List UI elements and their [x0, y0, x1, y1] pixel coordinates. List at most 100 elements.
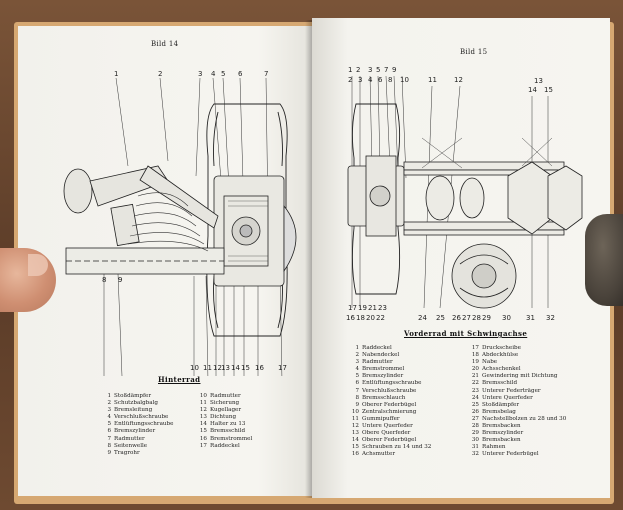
legend-number: 31 [471, 444, 479, 451]
legend-number: 30 [471, 437, 479, 444]
callout-r14: 14 [528, 86, 537, 94]
legend-number: 19 [471, 359, 479, 366]
legend-number: 12 [351, 423, 359, 430]
legend-text: Bremstrommel [362, 366, 405, 373]
callout-r12: 12 [454, 76, 463, 84]
legend-text: Seitenwelle [114, 442, 148, 449]
callout-r1: 1 [348, 66, 352, 74]
callout-r17: 17 [348, 304, 357, 312]
legend-text: Zentralschmierung [362, 408, 417, 415]
legend-text: Verschlußschraube [114, 414, 169, 421]
legend-text: Kugellager [210, 407, 242, 414]
callout-r8: 8 [388, 76, 392, 84]
legend-text: Bremsleitung [114, 407, 153, 414]
legend-number: 16 [199, 435, 207, 442]
legend-number: 21 [471, 373, 479, 380]
legend-number: 4 [355, 366, 359, 373]
legend-text: Tragrohr [114, 449, 140, 456]
rear-wheel-bottom-callouts: 8 10 11 12 13 14 15 16 17 [190, 364, 287, 372]
legend-text: Nabe [482, 359, 498, 366]
callout-3: 3 [198, 70, 202, 78]
legend-number: 22 [471, 380, 479, 387]
callout-14: 14 [231, 364, 240, 372]
legend-text: Halter zu 13 [210, 421, 246, 428]
legend-text: Bremszylinder [362, 373, 404, 380]
legend-number: 1 [107, 393, 111, 399]
callout-7: 7 [264, 70, 268, 78]
callout-r28: 28 [472, 314, 481, 322]
legend-number: 25 [471, 401, 479, 408]
callout-16: 16 [255, 364, 264, 372]
legend-text: Bremsschlauch [362, 394, 406, 401]
figure-title-15: Bild 15 [460, 48, 488, 56]
legend-text: Nabendeckel [362, 352, 400, 359]
callout-11: 11 [203, 364, 212, 372]
legend-number: 24 [471, 394, 479, 401]
callout-r2b: 2 [348, 76, 352, 84]
legend-text: Oberer Federbügel [362, 401, 417, 408]
legend-text: Bremszylinder [482, 430, 524, 437]
legend-text: Verschlußschraube [362, 387, 417, 394]
legend-number: 2 [355, 352, 359, 359]
legend-text: Radmutter [114, 435, 145, 442]
front-wheel-callout-13: 13 [534, 77, 543, 85]
legend-text: Bremszylinder [114, 428, 156, 435]
legend-text: Unterer Federbügel [482, 451, 539, 458]
callout-r26: 26 [452, 314, 461, 322]
legend-number: 8 [355, 394, 359, 401]
legend-text: Rahmen [482, 444, 506, 451]
legend-number: 13 [351, 430, 359, 437]
legend-text: Bremsschild [482, 380, 518, 387]
callout-r22: 22 [376, 314, 385, 322]
legend-text: Radmutter [362, 359, 393, 366]
legend-number: 20 [471, 366, 479, 373]
callout-15: 15 [241, 364, 250, 372]
legend-number: 9 [107, 449, 111, 456]
callout-r20: 20 [366, 314, 375, 322]
legend-text: Obere Querfeder [362, 430, 411, 437]
caption-rear-wheel: Hinterrad [158, 375, 201, 384]
callout-r6: 6 [378, 76, 383, 84]
legend-number: 14 [351, 437, 359, 444]
legend-number: 29 [471, 430, 479, 437]
legend-number: 15 [351, 444, 359, 451]
legend-number: 8 [107, 442, 111, 449]
legend-number: 26 [471, 408, 479, 415]
callout-r31: 31 [526, 314, 535, 322]
figure-title-14: Bild 14 [151, 40, 179, 48]
callout-r21: 21 [368, 304, 377, 312]
thumb-nail [28, 254, 48, 276]
legend-text: Stoßdämpfer [114, 393, 152, 399]
legend-number: 7 [107, 435, 111, 442]
legend-text: Nachstellbolzen zu 28 und 30 [482, 415, 567, 422]
legend-number: 3 [355, 359, 359, 366]
